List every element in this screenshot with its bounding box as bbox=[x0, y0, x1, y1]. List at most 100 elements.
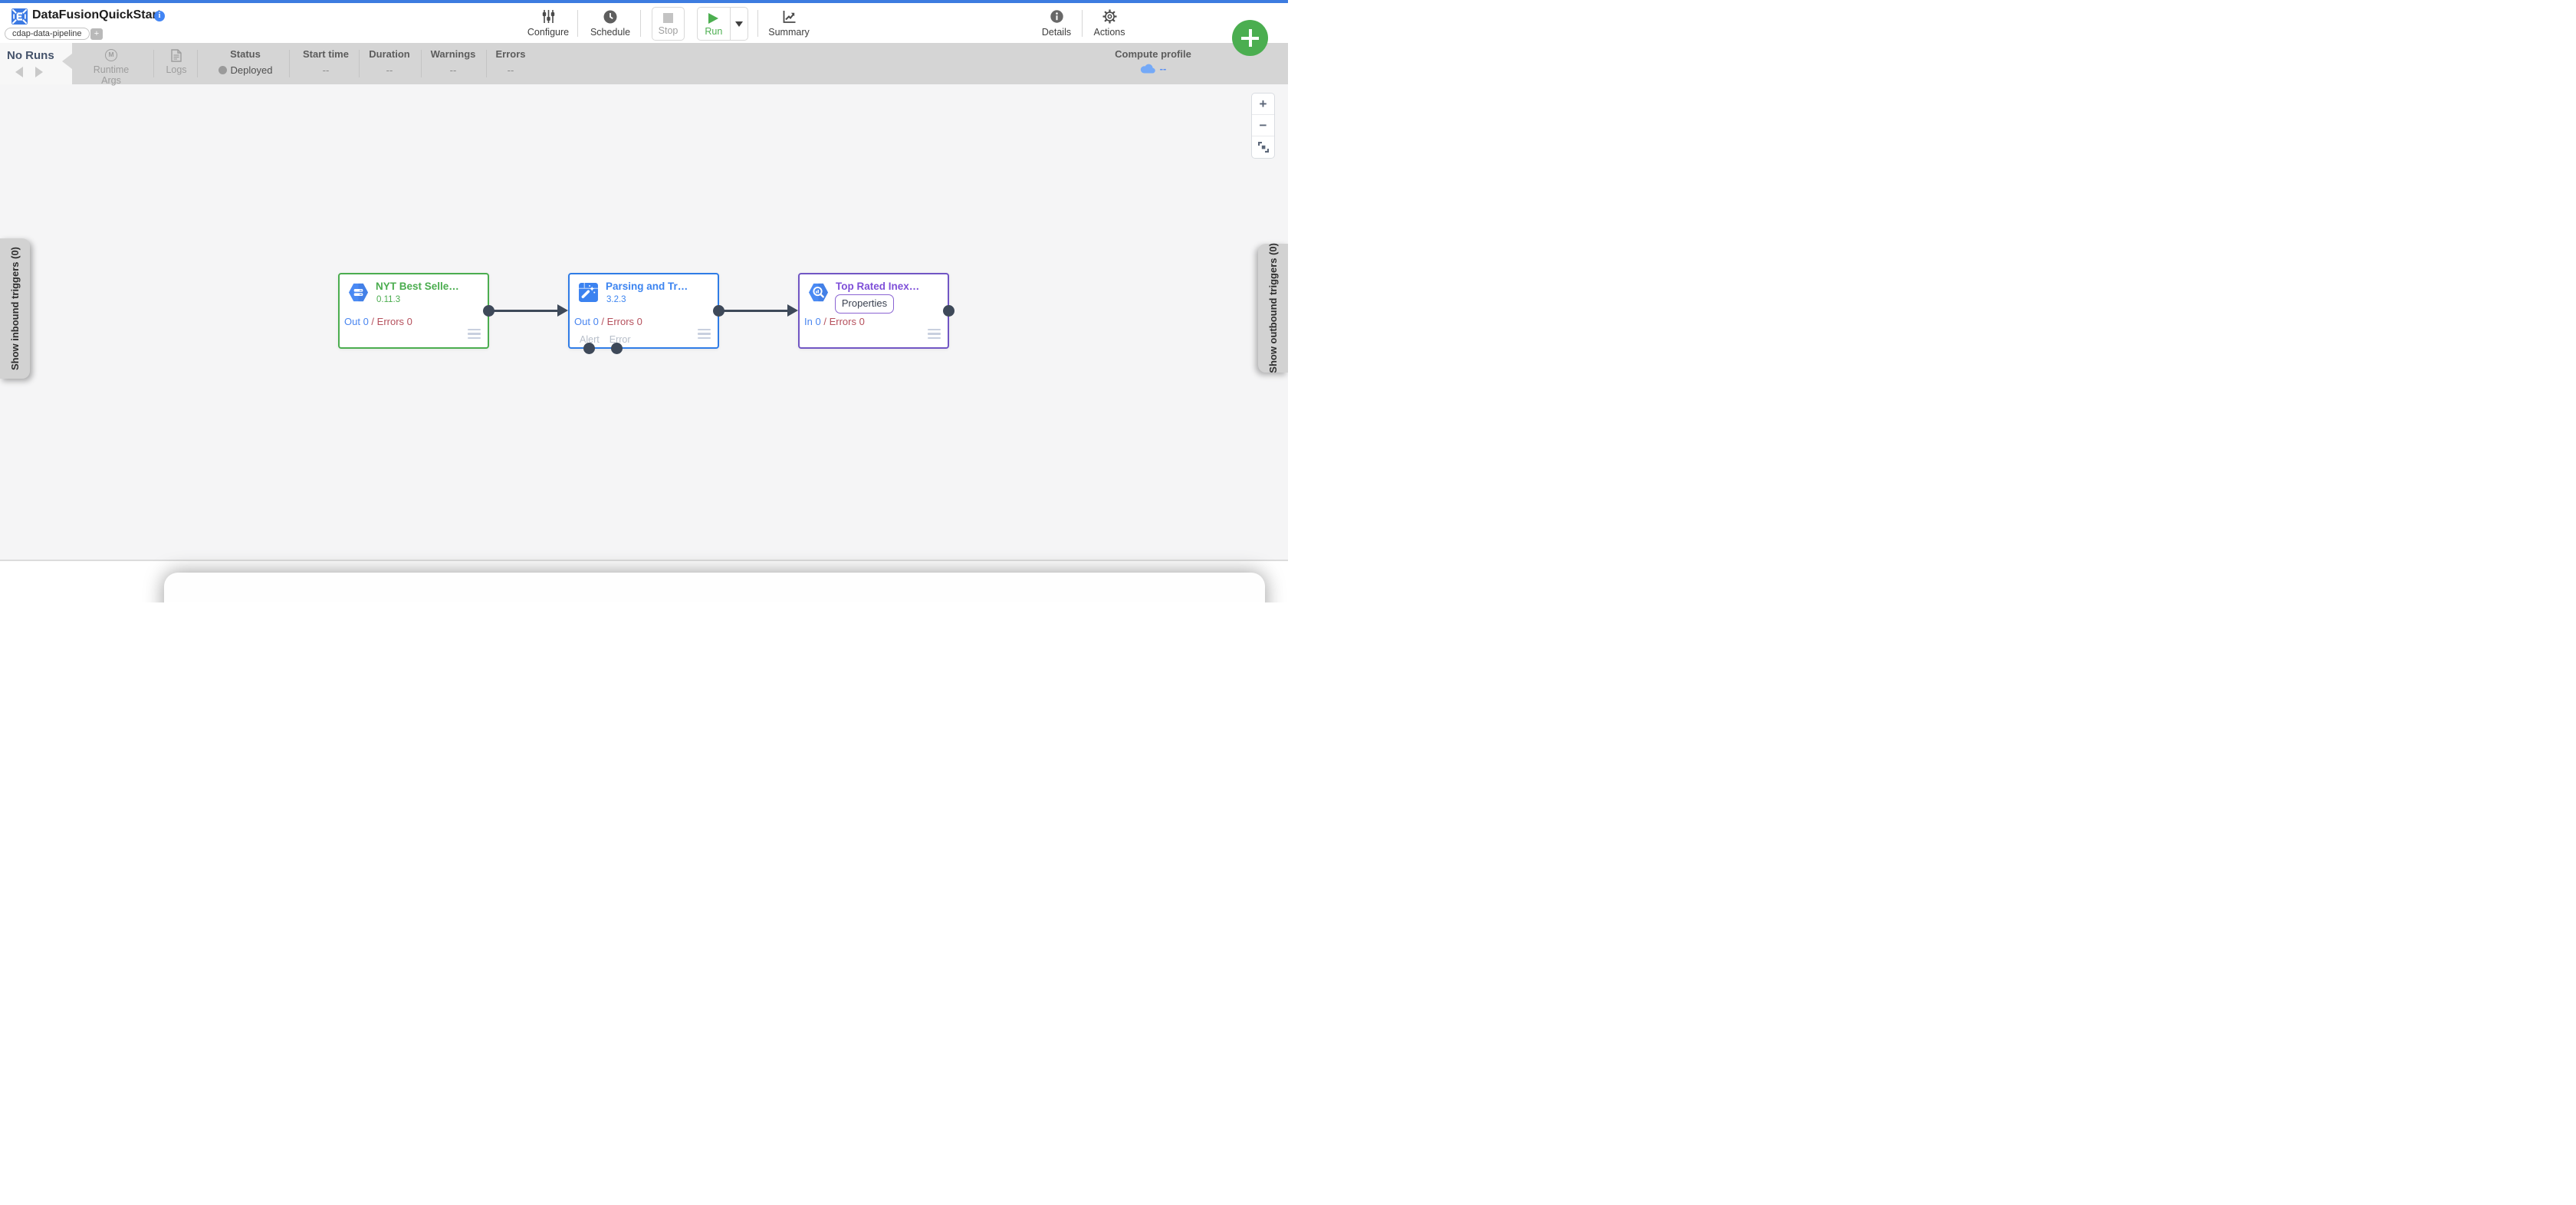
bar-divider bbox=[421, 50, 422, 77]
alert-port-label: Alert bbox=[580, 334, 600, 345]
gear-icon bbox=[1087, 8, 1132, 25]
run-selector: No Runs bbox=[0, 43, 72, 84]
stop-label: Stop bbox=[658, 25, 678, 36]
inbound-triggers-tab[interactable]: Show inbound triggers (0) bbox=[0, 238, 30, 379]
node-menu-button[interactable] bbox=[698, 328, 711, 342]
fit-to-screen-icon bbox=[1257, 142, 1269, 153]
bar-divider bbox=[359, 50, 360, 77]
in-metric: In 0 bbox=[804, 316, 821, 327]
errors-metric: Errors 0 bbox=[376, 316, 412, 327]
node-metrics: Out 0 / Errors 0 bbox=[574, 316, 642, 327]
summary-button[interactable]: Summary bbox=[767, 8, 811, 38]
node-menu-button[interactable] bbox=[468, 328, 481, 342]
stop-button[interactable]: Stop bbox=[652, 7, 685, 41]
errors-metric: Errors 0 bbox=[829, 316, 865, 327]
outbound-triggers-label: Show outbound triggers (0) bbox=[1267, 243, 1279, 373]
node-title: NYT Best Selle… bbox=[376, 281, 459, 292]
runtime-args-button[interactable]: M Runtime Args bbox=[83, 48, 140, 86]
add-plugin-fab-button[interactable] bbox=[1232, 20, 1268, 56]
previous-run-arrow[interactable] bbox=[15, 67, 23, 77]
run-button-group: Run bbox=[697, 7, 748, 41]
zoom-in-button[interactable]: + bbox=[1252, 94, 1274, 115]
node-title: Parsing and Tr… bbox=[606, 281, 688, 292]
details-label: Details bbox=[1041, 27, 1072, 38]
metric-separator: / bbox=[601, 316, 605, 327]
metric-separator: / bbox=[371, 316, 375, 327]
alert-port-node2[interactable] bbox=[583, 343, 595, 354]
bar-divider bbox=[153, 50, 154, 77]
run-options-dropdown[interactable] bbox=[729, 8, 748, 40]
bigquery-magnifier-hexagon-icon bbox=[808, 283, 829, 302]
toolbar-divider bbox=[640, 10, 641, 37]
node-menu-button[interactable] bbox=[928, 328, 941, 342]
fit-to-screen-button[interactable] bbox=[1252, 136, 1274, 158]
stop-icon bbox=[663, 13, 673, 23]
status-dot-icon bbox=[218, 66, 227, 74]
node-nyt-best-sellers[interactable]: NYT Best Selle… 0.11.3 Out 0 / Errors 0 bbox=[338, 273, 489, 349]
connection-node2-node3 bbox=[724, 310, 788, 312]
actions-label: Actions bbox=[1093, 27, 1125, 38]
header: DataFusionQuickStart i cdap-data-pipelin… bbox=[0, 3, 1288, 43]
arrowhead-icon bbox=[787, 304, 798, 317]
errors-label: Errors bbox=[495, 48, 526, 60]
status-value: Deployed bbox=[230, 64, 273, 76]
sliders-icon bbox=[526, 8, 570, 25]
pipeline-type-tag: cdap-data-pipeline bbox=[5, 28, 90, 40]
warnings-value: -- bbox=[449, 64, 457, 76]
configure-button[interactable]: Configure bbox=[526, 8, 570, 38]
run-button[interactable]: Run bbox=[698, 8, 730, 40]
add-tag-button[interactable]: + bbox=[90, 28, 103, 40]
output-port-node2[interactable] bbox=[713, 305, 724, 317]
error-port-node2[interactable] bbox=[611, 343, 623, 354]
schedule-label: Schedule bbox=[590, 27, 631, 38]
start-time-field: Start time -- bbox=[301, 48, 350, 76]
errors-value: -- bbox=[507, 64, 514, 76]
output-port-node1[interactable] bbox=[483, 305, 495, 317]
run-selector-notch bbox=[62, 54, 72, 69]
outbound-triggers-tab[interactable]: Show outbound triggers (0) bbox=[1258, 243, 1288, 373]
node-version: 3.2.3 bbox=[606, 295, 626, 304]
node-parsing-transform[interactable]: Parsing and Tr… 3.2.3 Out 0 / Errors 0 A… bbox=[568, 273, 719, 349]
status-label: Status bbox=[230, 48, 261, 60]
duration-label: Duration bbox=[369, 48, 410, 60]
runtime-args-label: Runtime Args bbox=[93, 64, 130, 86]
errors-metric: Errors 0 bbox=[606, 316, 642, 327]
inbound-triggers-label: Show inbound triggers (0) bbox=[9, 246, 21, 371]
run-status-bar: No Runs M Runtime Args Logs bbox=[0, 43, 1288, 86]
start-time-value: -- bbox=[322, 64, 330, 76]
out-metric: Out 0 bbox=[574, 316, 599, 327]
node-title: Top Rated Inex… bbox=[836, 281, 920, 292]
bar-divider bbox=[289, 50, 290, 77]
cloud-icon bbox=[1140, 64, 1155, 74]
next-run-arrow[interactable] bbox=[35, 67, 43, 77]
start-time-label: Start time bbox=[303, 48, 349, 60]
pipeline-canvas[interactable]: Show inbound triggers (0) Show outbound … bbox=[0, 84, 1288, 561]
compute-profile-value: -- bbox=[1159, 63, 1167, 74]
logs-button[interactable]: Logs bbox=[158, 48, 195, 75]
details-button[interactable]: Details bbox=[1034, 8, 1079, 38]
info-icon[interactable]: i bbox=[154, 11, 165, 21]
metric-separator: / bbox=[823, 316, 826, 327]
output-port-node3[interactable] bbox=[943, 305, 955, 317]
zoom-out-button[interactable]: − bbox=[1252, 115, 1274, 136]
bottom-drawer-shadow bbox=[164, 573, 1265, 602]
properties-button[interactable]: Properties bbox=[835, 294, 894, 314]
run-count-label: No Runs bbox=[7, 49, 54, 62]
chart-icon bbox=[767, 8, 811, 25]
actions-button[interactable]: Actions bbox=[1087, 8, 1132, 38]
duration-field: Duration -- bbox=[366, 48, 412, 76]
document-icon bbox=[158, 48, 195, 63]
node-top-rated-sink[interactable]: Top Rated Inex… Properties In 0 / Errors… bbox=[798, 273, 949, 349]
toolbar-divider bbox=[577, 10, 578, 37]
play-icon bbox=[708, 13, 719, 24]
macro-m-icon: M bbox=[83, 48, 140, 63]
schedule-button[interactable]: Schedule bbox=[588, 8, 632, 38]
node-version: 0.11.3 bbox=[376, 295, 401, 304]
duration-value: -- bbox=[386, 64, 393, 76]
wrangler-wand-icon bbox=[579, 283, 598, 302]
warnings-field: Warnings -- bbox=[430, 48, 476, 76]
node-metrics: Out 0 / Errors 0 bbox=[344, 316, 412, 327]
clock-icon bbox=[588, 8, 632, 25]
compute-profile-label: Compute profile bbox=[1115, 48, 1191, 60]
compute-profile: Compute profile -- bbox=[1115, 48, 1191, 74]
